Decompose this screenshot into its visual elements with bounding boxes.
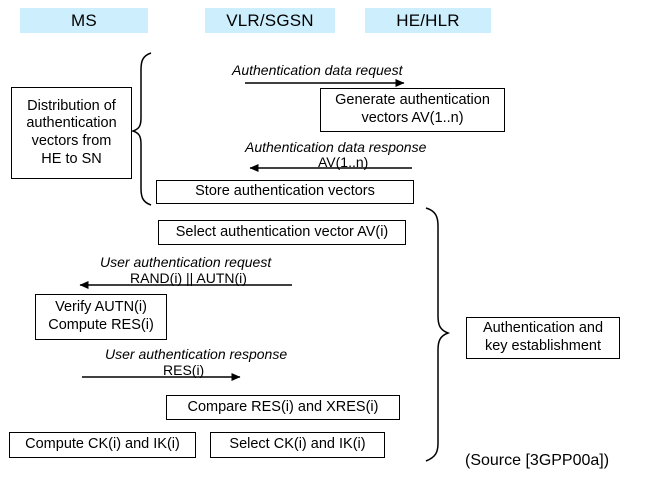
select-ck-ik-label: Select CK(i) and IK(i) bbox=[229, 436, 366, 453]
process-box-select-ck-ik: Select CK(i) and IK(i) bbox=[210, 432, 385, 458]
brace-distribution bbox=[130, 52, 152, 206]
message-label-auth-data-request: Authentication data request bbox=[232, 62, 403, 78]
store-av-label: Store authentication vectors bbox=[195, 183, 375, 200]
lane-header-he-hlr: HE/HLR bbox=[365, 8, 491, 33]
phase-box-distribution: Distribution of authentication vectors f… bbox=[11, 87, 132, 179]
phase-box-auth-key-establishment: Authentication and key establishment bbox=[466, 317, 620, 359]
phase-distribution-line-4: HE to SN bbox=[41, 150, 102, 167]
generate-av-line-2: vectors AV(1..n) bbox=[361, 110, 464, 126]
generate-av-line-1: Generate authentication bbox=[335, 92, 490, 109]
compare-res-label: Compare RES(i) and XRES(i) bbox=[187, 398, 379, 415]
select-av-label: Select authentication vector AV(i) bbox=[175, 223, 389, 240]
message-label-auth-data-response: Authentication data response bbox=[245, 139, 427, 155]
source-note: (Source [3GPP00a]) bbox=[465, 452, 610, 469]
verify-autn-line-2: Compute RES(i) bbox=[48, 317, 154, 333]
compute-ck-ik-label: Compute CK(i) and IK(i) bbox=[25, 436, 180, 453]
process-box-select-av: Select authentication vector AV(i) bbox=[158, 220, 406, 245]
phase-distribution-line-3: vectors from bbox=[31, 133, 112, 149]
process-box-generate-av: Generate authentication vectors AV(1..n) bbox=[320, 88, 505, 132]
phase-distribution-line-1: Distribution of bbox=[27, 97, 116, 114]
message-payload-user-auth-request: RAND(i) || AUTN(i) bbox=[130, 270, 247, 286]
brace-auth-key-establishment bbox=[425, 207, 451, 462]
lane-header-vlr-sgsn: VLR/SGSN bbox=[205, 8, 335, 33]
message-label-user-auth-request: User authentication request bbox=[100, 254, 272, 270]
message-payload-user-auth-response: RES(i) bbox=[163, 362, 205, 378]
phase-auth-key-line-2: key establishment bbox=[484, 338, 602, 354]
message-payload-auth-data-response: AV(1..n) bbox=[318, 154, 369, 170]
process-box-compare-res: Compare RES(i) and XRES(i) bbox=[166, 395, 400, 420]
process-box-verify-autn: Verify AUTN(i) Compute RES(i) bbox=[35, 294, 167, 340]
phase-distribution-line-2: authentication bbox=[26, 115, 117, 132]
verify-autn-line-1: Verify AUTN(i) bbox=[55, 299, 147, 316]
phase-auth-key-line-1: Authentication and bbox=[482, 320, 604, 337]
lane-header-ms: MS bbox=[20, 8, 148, 33]
process-box-store-av: Store authentication vectors bbox=[156, 180, 414, 204]
message-label-user-auth-response: User authentication response bbox=[105, 346, 288, 362]
process-box-compute-ck-ik: Compute CK(i) and IK(i) bbox=[9, 432, 196, 458]
